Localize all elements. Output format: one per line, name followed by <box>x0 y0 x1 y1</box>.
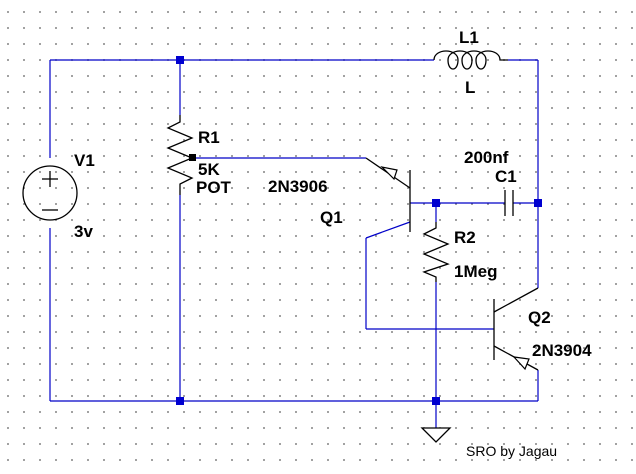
c1-name-label: C1 <box>495 167 517 186</box>
capacitor-c1 <box>504 190 514 216</box>
r2-zigzag <box>422 222 450 282</box>
ground-triangle <box>420 427 452 443</box>
voltage-source-v1 <box>22 165 78 221</box>
l1-name-label: L1 <box>459 28 479 47</box>
node-r1-top <box>176 56 184 64</box>
r1-name-label: R1 <box>198 128 220 147</box>
r2-name-label: R2 <box>454 228 476 247</box>
node-r2-top <box>432 199 440 207</box>
r1-wiper <box>189 154 196 161</box>
ground-symbol <box>420 427 452 443</box>
q1-model-label: 2N3906 <box>268 177 328 196</box>
r1-zigzag <box>166 115 194 195</box>
wire-q1-collector <box>365 221 411 239</box>
credit-label: SRO by Jagau <box>466 443 557 459</box>
q2-arrow <box>512 356 530 371</box>
node-r1-bottom <box>176 397 184 405</box>
q1-arrow <box>380 166 398 181</box>
l1-coils <box>433 50 508 70</box>
potentiometer-r1 <box>166 115 196 195</box>
q2-name-label: Q2 <box>528 308 551 327</box>
voltage-source-circle <box>22 165 78 221</box>
c1-value-label: 200nf <box>464 148 509 167</box>
junction-nodes <box>176 56 542 405</box>
wires <box>49 59 539 428</box>
v1-value-label: 3v <box>74 222 93 241</box>
resistor-r2 <box>422 222 450 282</box>
r1-value-label: 5K <box>198 160 220 179</box>
l1-value-label: L <box>465 78 475 97</box>
r2-value-label: 1Meg <box>454 262 497 281</box>
q2-model-label: 2N3904 <box>532 341 592 360</box>
node-ground <box>432 397 440 405</box>
v1-name-label: V1 <box>74 151 95 170</box>
labels: V1 3v R1 5K POT L1 L 200nf C1 2N3906 Q1 … <box>74 28 592 459</box>
node-c1-right <box>534 199 542 207</box>
transistor-q1 <box>365 157 411 232</box>
transistor-q2 <box>493 287 539 371</box>
q2-collector-lead <box>493 287 539 313</box>
q1-name-label: Q1 <box>320 208 343 227</box>
inductor-l1 <box>433 50 508 70</box>
r1-model-label: POT <box>196 178 232 197</box>
